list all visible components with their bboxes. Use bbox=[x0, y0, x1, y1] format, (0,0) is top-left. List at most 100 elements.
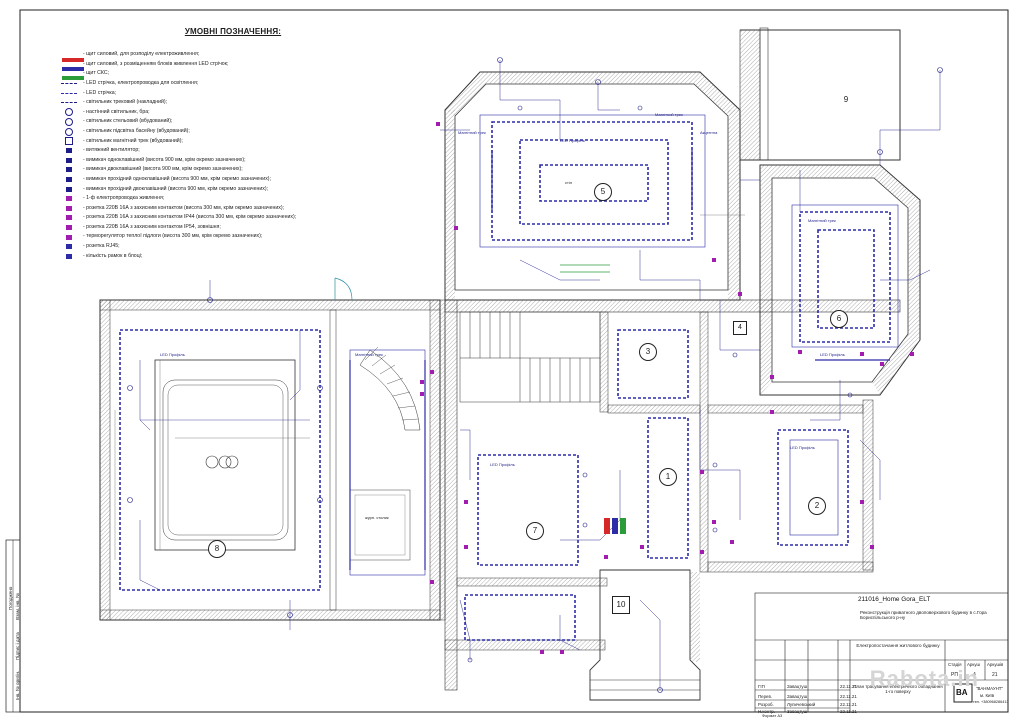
legend-item-label: - щит СКС; bbox=[83, 70, 110, 77]
title-block-date: 22.11.21 bbox=[840, 684, 857, 689]
legend-item: - щит силовий, для розподілу електроживл… bbox=[58, 50, 348, 60]
legend-item-label: - світильник стельовий (вбудований); bbox=[83, 118, 173, 125]
side-agreed: Погоджено bbox=[8, 586, 13, 610]
sheet-frame bbox=[19, 9, 1009, 713]
sks-panel-green bbox=[620, 518, 626, 534]
switch-double-icon bbox=[58, 166, 80, 173]
title-block-name: Завацтуш bbox=[787, 709, 808, 714]
plan-mag-track-6: Магнітний трек bbox=[808, 218, 836, 223]
power-panel-red bbox=[604, 518, 610, 534]
legend-item: - витяжний вентилятор; bbox=[58, 146, 348, 156]
legend-item: - розетка 220В 16А з захисним контактом … bbox=[58, 204, 348, 214]
title-block-sheets-total: 21 bbox=[992, 672, 998, 678]
legend-item: - розетка 220В 16А з захисним контактом … bbox=[58, 213, 348, 223]
title-block-role: Н.контр. bbox=[758, 709, 775, 714]
legend-item: - вимикач прохідний двоклавішний (висота… bbox=[58, 184, 348, 194]
wiring bbox=[139, 60, 941, 690]
room-label-8: 8 bbox=[208, 540, 226, 558]
title-block-stage: РП bbox=[951, 672, 958, 678]
plan-led-profile-7: LED Профіль bbox=[490, 462, 515, 467]
legend-item: - щит силовий, з розміщенням блоків живл… bbox=[58, 60, 348, 70]
legend-item-label: - розетка RJ45; bbox=[83, 243, 120, 250]
panel-green-icon bbox=[58, 70, 80, 77]
title-block-role: Розроб. bbox=[758, 702, 774, 707]
legend-item-label: - LED стрічка, електропроводка для освіт… bbox=[83, 79, 199, 86]
frame-count-icon bbox=[58, 253, 80, 260]
legend-symbols bbox=[62, 58, 84, 80]
side-replace: Взам. інв. № bbox=[15, 593, 20, 620]
legend-item-label: - світильник магнітний трек (вбудований)… bbox=[83, 137, 183, 144]
title-block-name: Завацтуш bbox=[787, 694, 808, 699]
fixtures bbox=[127, 57, 943, 693]
room-label-9: 9 bbox=[843, 95, 849, 104]
legend-item: - вимикач прохідний одноклавішний (висот… bbox=[58, 175, 348, 185]
legend-item: - терморегулятор теплої підлоги (висота … bbox=[58, 232, 348, 242]
legend-item-label: - розетка 220В 16А з захисним контактом … bbox=[83, 223, 221, 230]
title-block-date: 22.11.21 bbox=[840, 702, 857, 707]
title-block-format: Формат А3 bbox=[762, 713, 783, 718]
legend-title: УМОВНІ ПОЗНАЧЕННЯ: bbox=[184, 27, 282, 36]
title-block-grid bbox=[754, 592, 1009, 713]
legend-item-label: - 1-ф електропроводка живлення; bbox=[83, 195, 165, 202]
power-outlet-icon bbox=[58, 195, 80, 202]
legend-item: - щит СКС; bbox=[58, 69, 348, 79]
plan-led-profile-6: LED Профіль bbox=[820, 352, 845, 357]
switch-pass-single-icon bbox=[58, 176, 80, 183]
room-label-2: 2 bbox=[808, 497, 826, 515]
plan-led-profile-8: LED Профіль bbox=[160, 352, 185, 357]
legend-item-label: - вимикач прохідний двоклавішний (висота… bbox=[83, 185, 269, 192]
plan-table-note: стіл bbox=[565, 180, 573, 185]
thermostat-icon bbox=[58, 234, 80, 241]
panel-blue-icon bbox=[58, 61, 80, 68]
legend-item-label: - розетка 220В 16А з захисним контактом … bbox=[83, 214, 297, 221]
legend-item-label: - терморегулятор теплої підлоги (висота … bbox=[83, 233, 263, 240]
legend-item-label: - вимикач прохідний одноклавішний (висот… bbox=[83, 175, 271, 182]
plan-accent: Акцентна bbox=[700, 130, 718, 135]
legend-item: - розетка 220В 16А з захисним контактом … bbox=[58, 223, 348, 233]
socket-ip44-icon bbox=[58, 214, 80, 221]
pool bbox=[154, 359, 296, 551]
title-block-sheets-label: Аркушів bbox=[987, 662, 1004, 667]
plan-mag-track-8: Магнітний трек bbox=[355, 352, 383, 357]
cable-routing-icon bbox=[58, 80, 80, 87]
title-block-date: 22.11.21 bbox=[840, 694, 857, 699]
legend-item: - 1-ф електропроводка живлення; bbox=[58, 194, 348, 204]
plan-led-profile-2: LED Профіль bbox=[790, 445, 815, 450]
magnetic-tracks bbox=[349, 150, 890, 570]
legend-item-label: - розетка 220В 16А з захисним контактом … bbox=[83, 204, 285, 211]
pool-light-icon bbox=[58, 127, 80, 136]
legend-item: - світильник підсвітка басейну (вбудован… bbox=[58, 127, 348, 137]
wall-light-icon bbox=[58, 108, 80, 117]
legend-item: - розетка RJ45; bbox=[58, 242, 348, 252]
dimension-lines bbox=[114, 214, 745, 560]
fan-icon bbox=[58, 147, 80, 154]
title-block-project: Реконструкція приватного двоповерхового … bbox=[860, 610, 987, 621]
switch-pass-double-icon bbox=[58, 186, 80, 193]
legend-item: - LED стрічка, електропроводка для освіт… bbox=[58, 79, 348, 89]
led-strips bbox=[119, 121, 891, 641]
title-block-role: ГІП bbox=[758, 684, 765, 689]
ceiling-light-icon bbox=[58, 117, 80, 126]
title-block-name: Лупичевський bbox=[787, 702, 816, 707]
title-block-date: 22.11.21 bbox=[840, 709, 857, 714]
power-panel-blue bbox=[612, 518, 618, 534]
legend-item-label: - LED стрічка; bbox=[83, 89, 117, 96]
legend-item: - світильник трековий (накладний); bbox=[58, 98, 348, 108]
legend-item: - вимикач двоклавішний (висота 900 мм, к… bbox=[58, 165, 348, 175]
side-signature: Підпис і дата bbox=[15, 632, 20, 660]
legend-item-label: - вимикач одноклавішний (висота 900 мм, … bbox=[83, 156, 246, 163]
title-block-sheet-title: План трасування електричного обладнання … bbox=[853, 684, 943, 695]
stairs bbox=[459, 311, 601, 403]
legend-item-label: - кількість рамок в блоці; bbox=[83, 252, 143, 259]
room-label-7: 7 bbox=[526, 522, 544, 540]
socket-icon bbox=[58, 205, 80, 212]
legend-item: - настінний світильник, бра; bbox=[58, 108, 348, 118]
title-block-sheet-label: Аркуш bbox=[967, 662, 981, 667]
company-tel: тел. +380968286413 bbox=[973, 700, 1009, 704]
track-light-icon bbox=[58, 99, 80, 106]
room-label-5: 5 bbox=[594, 183, 612, 201]
rj45-icon bbox=[58, 243, 80, 250]
room-label-1: 1 bbox=[659, 468, 677, 486]
legend-item: - кількість рамок в блоці; bbox=[58, 251, 348, 261]
